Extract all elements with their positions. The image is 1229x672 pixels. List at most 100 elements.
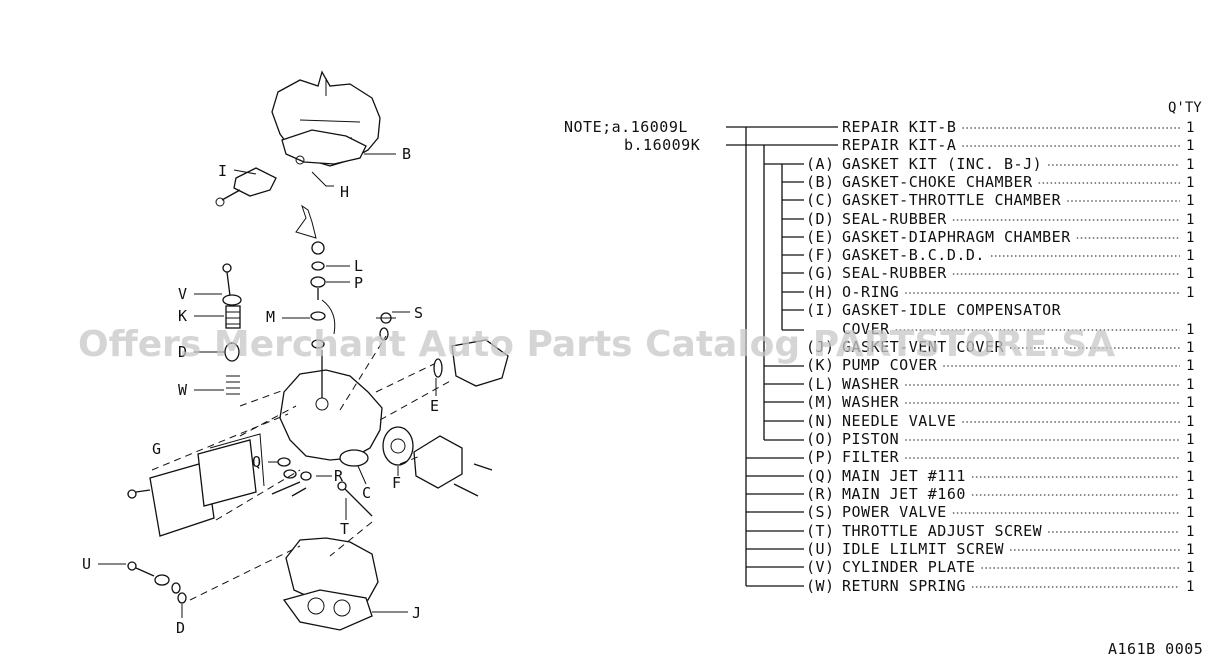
- part-code: (U): [806, 540, 835, 558]
- part-name: GASKET-THROTTLE CHAMBER: [842, 191, 1062, 209]
- part-name: MAIN JET #111: [842, 467, 966, 485]
- part-code: (O): [806, 430, 835, 448]
- callout-e: E: [430, 397, 439, 415]
- part-code: (G): [806, 264, 835, 282]
- part-qty: 1: [1186, 266, 1194, 282]
- parts-list-row: (L) WASHER 1: [806, 375, 1194, 393]
- bcdd-part: [413, 435, 463, 489]
- part-qty: 1: [1186, 395, 1194, 411]
- part-qty: 1: [1186, 524, 1194, 540]
- part-qty: 1: [1186, 212, 1194, 228]
- parts-list-row: (M) WASHER 1: [806, 393, 1194, 411]
- carburetor-exploded-drawing: [98, 70, 509, 631]
- part-code: (A): [806, 155, 835, 173]
- part-code: (J): [806, 338, 835, 356]
- callout-f: F: [392, 474, 401, 492]
- part-code: (N): [806, 412, 835, 430]
- part-qty: 1: [1186, 487, 1194, 503]
- parts-list-row: (I) GASKET-IDLE COMPENSATOR: [806, 301, 1062, 319]
- part-name: FILTER: [842, 448, 900, 466]
- part-name: GASKET-VENT COVER: [842, 338, 1004, 356]
- parts-list-row: (V) CYLINDER PLATE 1: [806, 558, 1194, 576]
- part-code: (I): [806, 301, 835, 319]
- part-code: (H): [806, 283, 835, 301]
- parts-list-row: (S) POWER VALVE 1: [806, 503, 1194, 521]
- part-name: GASKET-CHOKE CHAMBER: [842, 173, 1033, 191]
- diaphragm-cover-part: [451, 339, 509, 387]
- part-name: THROTTLE ADJUST SCREW: [842, 522, 1043, 540]
- part-code: (E): [806, 228, 835, 246]
- part-code: (S): [806, 503, 835, 521]
- callout-l: L: [354, 257, 363, 275]
- part-qty: 1: [1186, 157, 1194, 173]
- part-qty: 1: [1186, 248, 1194, 264]
- parts-list-row: (F)GASKET-B.C.D.D.1: [806, 246, 1194, 264]
- part-name: CYLINDER PLATE: [842, 558, 975, 576]
- parts-list-row: (A) GASKET KIT (INC. B-J) 1: [806, 155, 1194, 173]
- callout-t: T: [340, 520, 349, 538]
- part-qty: 1: [1186, 450, 1194, 466]
- part-name: O-RING: [842, 283, 899, 301]
- part-code: (F): [806, 246, 835, 264]
- part-name: WASHER: [842, 375, 900, 393]
- part-name: WASHER: [842, 393, 900, 411]
- callout-i: I: [218, 162, 227, 180]
- parts-list-row: REPAIR KIT-A 1: [842, 136, 1194, 154]
- callout-r: R: [334, 467, 344, 485]
- callout-j: J: [412, 604, 421, 622]
- callout-v: V: [178, 285, 187, 303]
- part-qty: 1: [1186, 120, 1194, 136]
- part-code: (M): [806, 393, 835, 411]
- parts-list-row: (E) GASKET-DIAPHRAGM CHAMBER 1: [806, 228, 1194, 246]
- watermark-text: Offers Merchant Auto Parts Catalog PARTS…: [78, 324, 1115, 365]
- part-qty: 1: [1186, 560, 1194, 576]
- callout-u: U: [82, 555, 91, 573]
- part-qty: 1: [1186, 542, 1194, 558]
- part-code: (R): [806, 485, 835, 503]
- parts-tree-lines: [726, 126, 838, 587]
- part-qty: 1: [1186, 432, 1194, 448]
- part-qty: 1: [1186, 230, 1194, 246]
- callout-p: P: [354, 274, 363, 292]
- callout-d-lower: D: [176, 619, 185, 637]
- part-name: SEAL-RUBBER: [842, 210, 947, 228]
- part-qty: 1: [1186, 193, 1194, 209]
- note-b: b.16009K: [624, 136, 700, 154]
- callout-b: B: [402, 145, 411, 163]
- callout-m: M: [266, 308, 275, 326]
- part-name: REPAIR KIT-A: [842, 136, 956, 154]
- part-name: GASKET KIT (INC. B-J): [842, 155, 1042, 173]
- part-qty: 1: [1186, 377, 1194, 393]
- part-code: (B): [806, 173, 835, 191]
- part-code: (L): [806, 375, 835, 393]
- main-body-part: [279, 369, 383, 461]
- callout-c: C: [362, 484, 371, 502]
- diagram-callouts: B H I L P V K M S D E W G Q R C F T U D …: [82, 145, 439, 637]
- part-qty: 1: [1186, 138, 1194, 154]
- part-code: (V): [806, 558, 835, 576]
- part-name: POWER VALVE: [842, 503, 947, 521]
- note-a: NOTE;a.16009L: [564, 118, 688, 136]
- part-qty: 1: [1186, 414, 1194, 430]
- qty-header: Q'TY: [1168, 100, 1202, 116]
- part-name: GASKET-IDLE COMPENSATOR: [842, 301, 1062, 319]
- seal-g-part: [149, 461, 215, 537]
- part-qty: 1: [1186, 285, 1194, 301]
- part-qty: 1: [1186, 579, 1194, 595]
- part-qty: 1: [1186, 322, 1194, 338]
- part-qty: 1: [1186, 505, 1194, 521]
- part-name: GASKET-DIAPHRAGM CHAMBER: [842, 228, 1071, 246]
- gasket-b-part: [281, 129, 367, 165]
- part-code: (K): [806, 356, 835, 374]
- callout-s: S: [414, 304, 423, 322]
- part-qty: 1: [1186, 358, 1194, 374]
